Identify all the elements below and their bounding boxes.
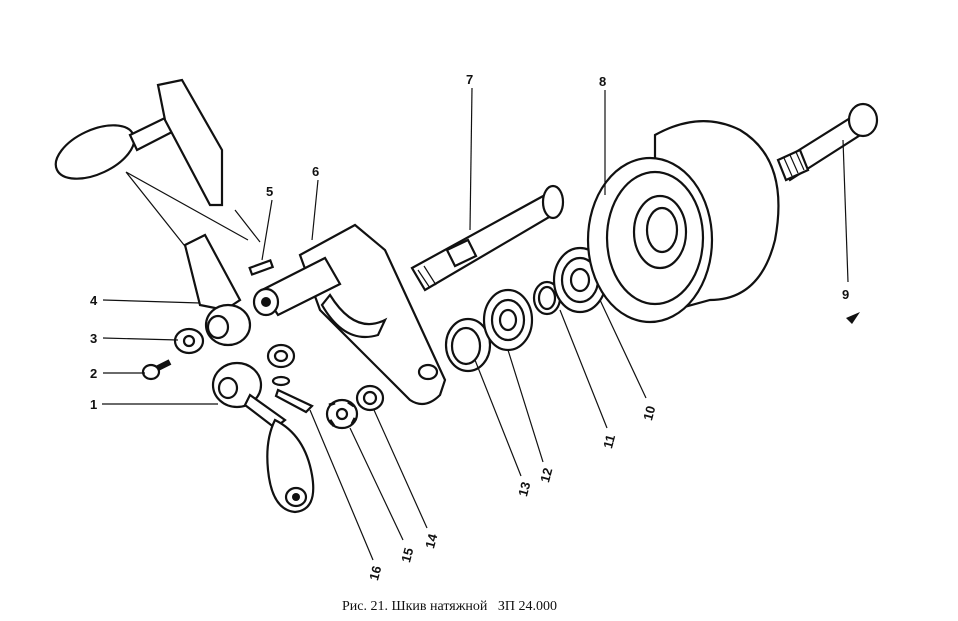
- callout-14: 14: [422, 531, 440, 550]
- crank-handle-top: [54, 78, 261, 251]
- leader-lines: [102, 87, 860, 561]
- cotter-pin-part16: [274, 388, 314, 414]
- callout-9: 9: [842, 287, 849, 302]
- callout-1: 1: [90, 397, 97, 412]
- pin-part5: [248, 259, 275, 276]
- figure-caption: Рис. 21. Шкив натяжной ЗП 24.000: [342, 599, 557, 614]
- washer-small: [266, 343, 296, 387]
- callout-5: 5: [266, 184, 273, 199]
- castle-nut-part15: [325, 398, 359, 430]
- callout-7: 7: [466, 72, 473, 87]
- retaining-ring-part13: [444, 317, 492, 373]
- arm-part6: [252, 223, 447, 406]
- callout-6: 6: [312, 164, 319, 179]
- callout-11: 11: [600, 433, 618, 450]
- callout-13: 13: [515, 480, 533, 498]
- handle-part1: [211, 361, 315, 514]
- nut-part3: [173, 327, 205, 355]
- bolt-part9: [776, 102, 879, 182]
- spacer-ring-part11: [532, 280, 562, 316]
- callout-4: 4: [90, 293, 98, 308]
- callout-10: 10: [640, 404, 658, 422]
- pulley-part8: [586, 120, 780, 324]
- callout-3: 3: [90, 331, 97, 346]
- callout-2: 2: [90, 366, 97, 381]
- axle-part7: [410, 184, 565, 292]
- screw-part2: [141, 359, 172, 381]
- callout-8: 8: [599, 74, 606, 89]
- lever-bracket-part4: [183, 233, 252, 347]
- callout-labels: 1 2 3 4 5 6 7 8 9 10 11 12 13 14 15 16: [90, 72, 849, 582]
- bearing-part12: [482, 288, 534, 352]
- washer-part14: [355, 384, 385, 412]
- callout-15: 15: [398, 546, 416, 564]
- callout-12: 12: [537, 466, 555, 484]
- callout-16: 16: [366, 564, 384, 582]
